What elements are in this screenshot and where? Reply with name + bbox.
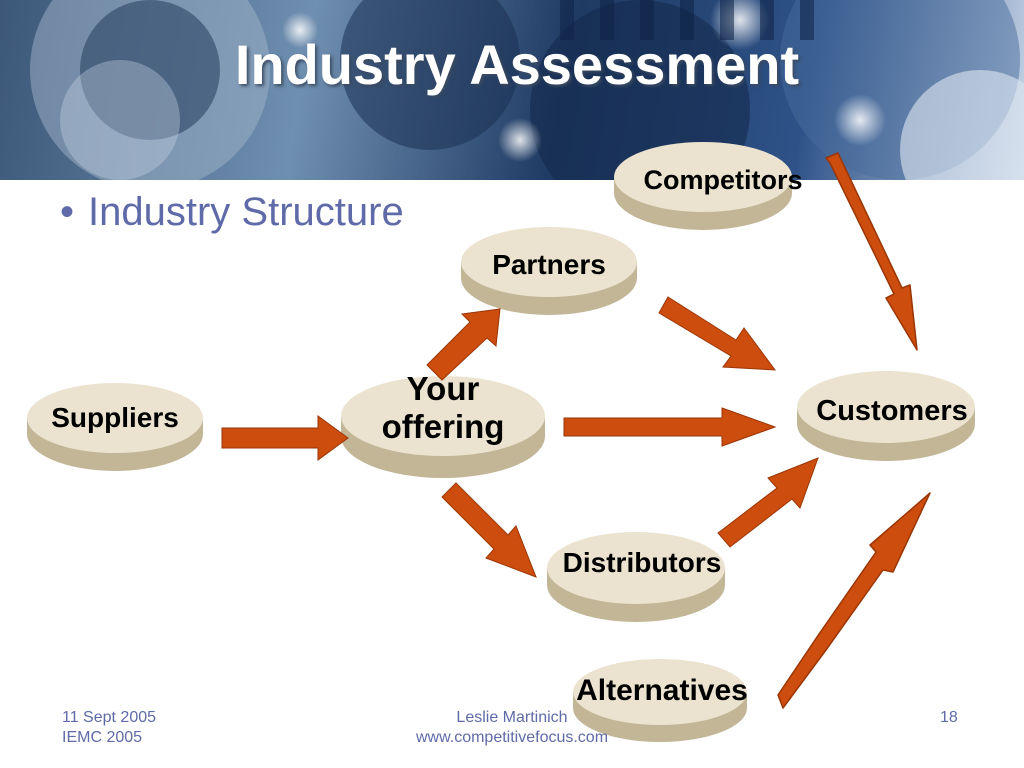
arrow-partners-to-customers xyxy=(658,296,777,371)
arrow-offering-to-distributors xyxy=(441,482,537,578)
bullet-item: • Industry Structure xyxy=(60,190,404,235)
gears-background-image xyxy=(30,0,1024,180)
alternatives-node xyxy=(573,659,747,742)
slide-title: Industry Assessment xyxy=(234,33,800,96)
footer-event: IEMC 2005 xyxy=(62,729,143,746)
bullet-marker: • xyxy=(60,190,75,234)
page-number: 18 xyxy=(940,709,958,726)
arrow-offering-to-customers xyxy=(563,407,777,447)
suppliers-label: Suppliers xyxy=(51,402,179,433)
customers-node xyxy=(797,371,975,461)
your-offering-line1: Your xyxy=(406,370,480,407)
partners-node xyxy=(461,227,637,315)
competitors-node xyxy=(614,142,792,230)
arrow-suppliers-to-offering xyxy=(221,415,349,461)
distributors-node xyxy=(547,532,725,622)
arrow-distributors-to-customers xyxy=(717,457,819,548)
footer-website: www.competitivefocus.com xyxy=(415,729,609,746)
arrow-competitors-to-customers xyxy=(825,152,918,351)
your-offering-line2: offering xyxy=(381,407,505,445)
customers-label: Customers xyxy=(816,395,968,427)
footer-date: 11 Sept 2005 xyxy=(62,709,157,726)
suppliers-node xyxy=(27,383,203,471)
arrow-offering-to-partners xyxy=(426,308,501,381)
footer-center: Leslie Martinich www.competitivefocus.co… xyxy=(362,708,662,748)
your-offering-label: Your offering xyxy=(343,370,543,446)
alternatives-label: Alternatives xyxy=(576,674,748,707)
your-offering-node xyxy=(341,376,545,478)
bullet-text: Industry Structure xyxy=(88,190,404,234)
distributors-label: Distributors xyxy=(562,547,722,578)
arrow-alternatives-to-customers xyxy=(777,492,931,709)
partners-label: Partners xyxy=(492,249,606,280)
footer-author: Leslie Martinich xyxy=(456,709,568,726)
header-banner xyxy=(0,0,1024,180)
competitors-label: Competitors xyxy=(643,165,803,195)
footer-left: 11 Sept 2005 IEMC 2005 xyxy=(62,708,156,748)
